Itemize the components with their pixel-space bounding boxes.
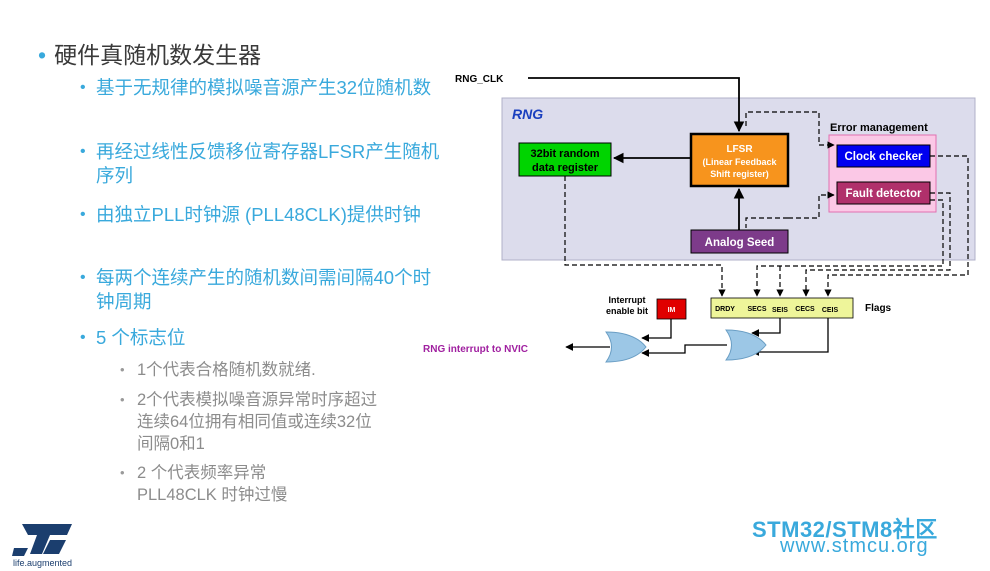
fault-detector-label: Fault detector bbox=[845, 188, 922, 200]
flag-seis: SEIS bbox=[772, 307, 788, 314]
lfsr-title: LFSR bbox=[726, 144, 753, 155]
data-register-label-1: 32bit random bbox=[530, 148, 599, 160]
sub-bullet-1: •1个代表合格随机数就绪. bbox=[120, 361, 316, 379]
lfsr-box bbox=[689, 132, 790, 188]
lfsr-subtitle-1: (Linear Feedback bbox=[702, 157, 777, 167]
rng-label: RNG bbox=[512, 106, 543, 122]
flags-register bbox=[710, 297, 854, 319]
brand-line-1: STM32/STM8社区 bbox=[752, 517, 938, 542]
or-gate-left bbox=[605, 331, 647, 363]
sub-bullet-3: •2 个代表频率异常PLL48CLK 时钟过慢 bbox=[120, 464, 288, 504]
data-register-label-2: data register bbox=[532, 162, 599, 174]
rng-clk-label: RNG_CLK bbox=[455, 74, 504, 85]
bullet-point-4: •每两个连续产生的随机数间需间隔40个时钟周期 bbox=[80, 267, 432, 312]
bullet-point-5: •5 个标志位 bbox=[80, 327, 186, 348]
flag-drdy: DRDY bbox=[715, 306, 735, 313]
logo-tagline: life.augmented bbox=[13, 558, 73, 568]
interrupt-enable-label-2: enable bit bbox=[606, 306, 648, 316]
analog-seed-label: Analog Seed bbox=[705, 237, 775, 249]
st-logo bbox=[12, 524, 72, 556]
flag-ceis: CEIS bbox=[822, 307, 839, 314]
clock-checker-label: Clock checker bbox=[845, 151, 924, 163]
bullet-dot: • bbox=[38, 42, 47, 68]
flag-cecs: CECS bbox=[795, 306, 815, 313]
sub-bullet-2: •2个代表模拟噪音源异常时序超过连续64位拥有相同值或连续32位间隔0和1 bbox=[120, 391, 378, 453]
data-register-box bbox=[518, 142, 612, 177]
bullet-point-3: •由独立PLL时钟源 (PLL48CLK)提供时钟 bbox=[80, 204, 421, 225]
bullet-point-1: •基于无规律的模拟噪音源产生32位随机数 bbox=[80, 77, 432, 98]
slide-title: • 硬件真随机数发生器 bbox=[38, 36, 261, 70]
or-gate-right bbox=[725, 329, 767, 361]
brand-line-2: www.stmcu.org bbox=[780, 535, 929, 557]
flag-secs: SECS bbox=[747, 306, 766, 313]
nvic-label: RNG interrupt to NVIC bbox=[423, 344, 528, 355]
lfsr-subtitle-2: Shift register) bbox=[710, 169, 769, 179]
interrupt-enable-label-1: Interrupt bbox=[609, 295, 646, 305]
bullet-point-2: •再经过线性反馈移位寄存器LFSR产生随机序列 bbox=[80, 141, 440, 186]
slide-title-text: 硬件真随机数发生器 bbox=[54, 42, 262, 68]
im-label: IM bbox=[668, 307, 676, 314]
error-management-label: Error management bbox=[830, 122, 928, 134]
flags-label: Flags bbox=[865, 303, 892, 314]
